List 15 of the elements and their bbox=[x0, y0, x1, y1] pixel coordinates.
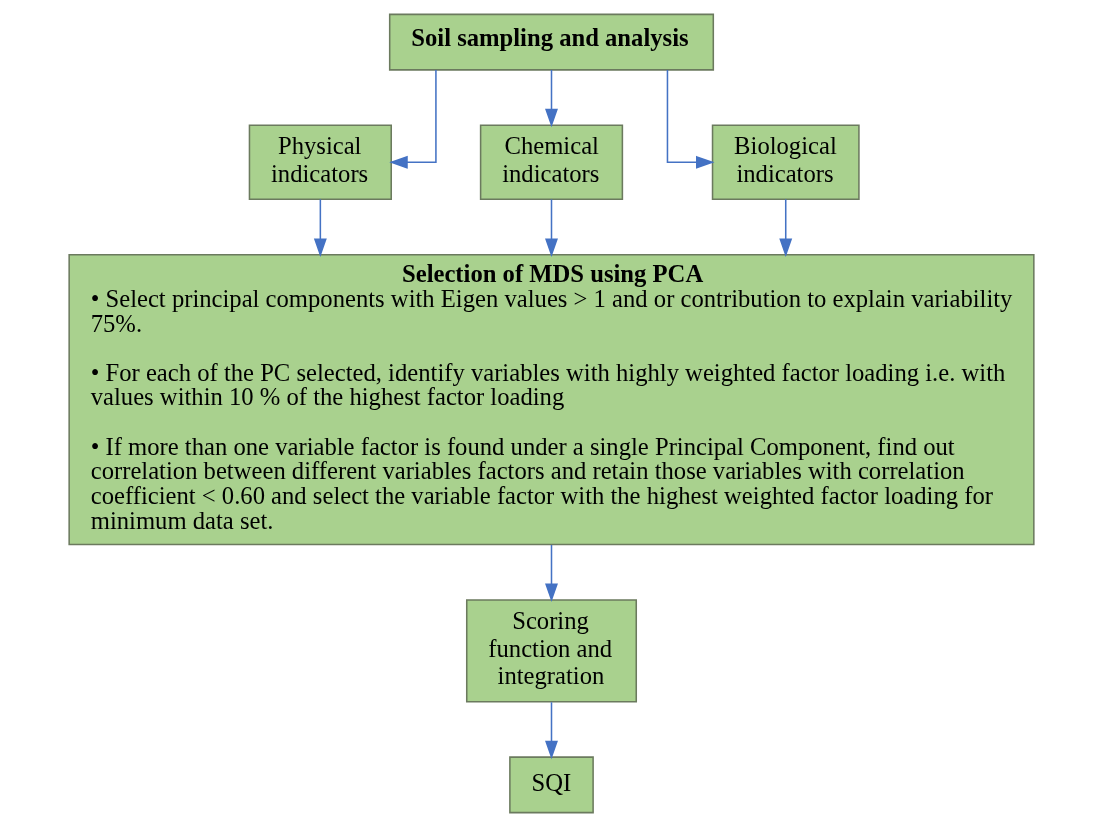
arrow bbox=[313, 198, 327, 258]
node-box: Biological indicators bbox=[711, 124, 860, 201]
arrow bbox=[545, 198, 558, 258]
arrow bbox=[545, 69, 558, 128]
node-box: Selection of MDS using PCA • Select principal components with Eigen values > 1 and or contribution to explain variability 75%. • For each of the PC selected, identify variables with highly weighted factor loading i.e. with values within 10 % of the highest factor loading • If more than one variable factor is found under a single Principal Component, find out correlation between different variables factors and retain those variables with correlation coefficient < 0.60 and select the variable factor with the highest weighted factor loading for minimum data set. bbox=[68, 254, 1035, 546]
arrow bbox=[545, 701, 558, 760]
node-box: Scoring function and integration bbox=[465, 599, 638, 703]
arrow bbox=[666, 69, 715, 169]
node-box: Chemical indicators bbox=[479, 124, 624, 201]
arrow bbox=[389, 69, 437, 169]
arrow bbox=[545, 544, 558, 602]
node-box: Soil sampling and analysis bbox=[388, 13, 715, 71]
node-box: SQI bbox=[509, 756, 594, 814]
node-box: Physical indicators bbox=[248, 124, 392, 201]
arrow bbox=[779, 198, 793, 258]
